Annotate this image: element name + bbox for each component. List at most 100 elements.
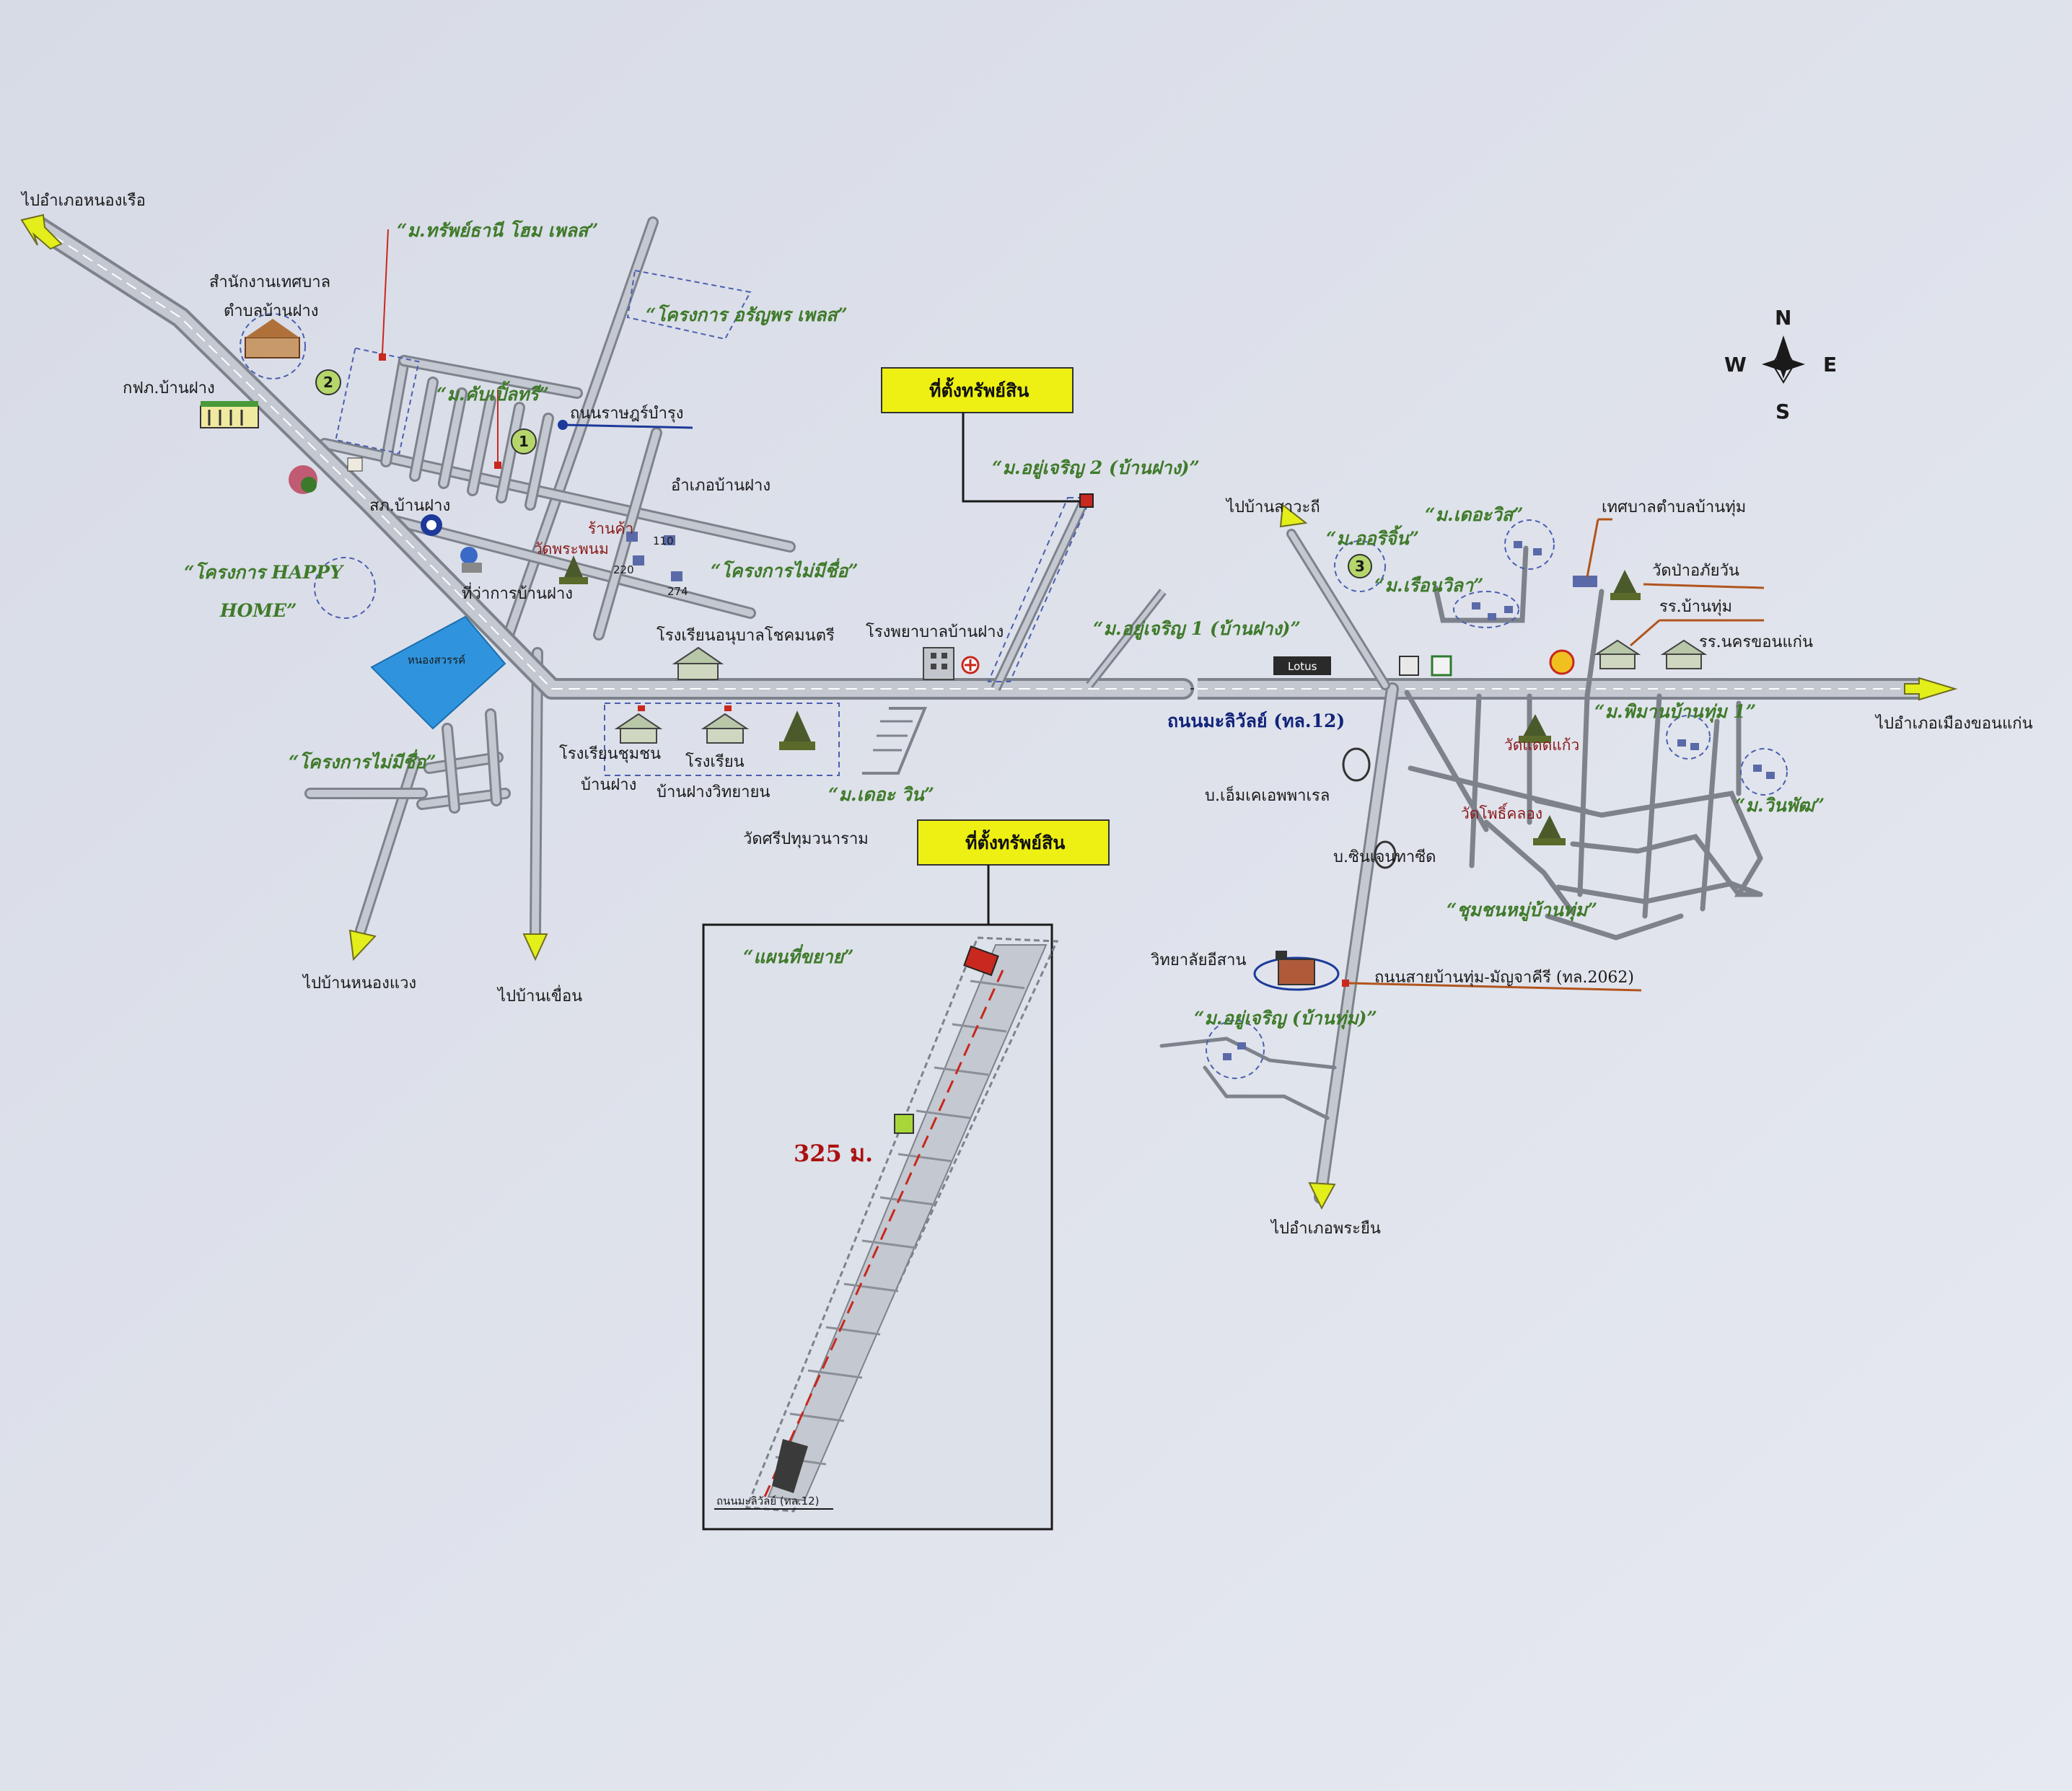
place-wat-phanom: วัดพระพนม	[534, 540, 609, 558]
project-outline	[626, 269, 752, 340]
place-em-fuel: บ.เอ็มเคเอพพาเรล	[1205, 785, 1330, 805]
to-nong-waeng-label: ไปบ้านหนองแวง	[302, 974, 416, 993]
inset-footer-road: ถนนมะลิวัลย์ (ทล.12)	[716, 1495, 820, 1508]
project-circle	[1504, 519, 1555, 570]
project-community: “ชุมชนหมู่บ้านทุ่ม”	[1447, 899, 1597, 921]
project-yucharoen1: “ม.อยู่เจริญ 1 (บ้านฝาง)”	[1093, 618, 1301, 640]
project-circle	[1666, 715, 1711, 760]
marker-circle-2: 2	[315, 369, 341, 395]
project-marker	[494, 462, 501, 469]
place-thum-school: รร.บ้านทุ่ม	[1659, 598, 1732, 616]
arrow-icon	[348, 929, 377, 961]
project-marker	[379, 353, 386, 361]
place-community-school-1: โรงเรียนชุมชน	[559, 744, 661, 763]
property-marker	[1079, 493, 1094, 508]
place-pea: กฟภ.บ้านฝาง	[123, 379, 215, 397]
temple-icon	[779, 710, 815, 750]
road-mittraphap: ถนนมะลิวัลย์ (ทล.12)	[1167, 710, 1345, 731]
place-wittaya-school-2: บ้านฝางวิทยายน	[657, 783, 770, 801]
landmark-icons: 1 2 3	[200, 229, 1788, 1079]
hospital-icon	[923, 647, 980, 680]
road-ratchaburi: ถนนราษฎร์บำรุง	[570, 405, 684, 423]
place-sinjen: บ.ซินเจนทาซีด	[1333, 848, 1436, 866]
school-icon	[614, 705, 663, 744]
project-happy-line1: “โครงการ HAPPY	[184, 561, 344, 583]
place-kindergarten: โรงเรียนอนุบาลโชคมนตรี	[657, 626, 835, 645]
compass-west: W	[1724, 353, 1747, 377]
factory-icon	[1342, 747, 1397, 869]
place-khonkaen-school: รร.นครขอนแก่น	[1699, 633, 1813, 651]
number-274: 274	[667, 585, 688, 598]
place-thum-municipal: เทศบาลตำบลบ้านทุ่ม	[1602, 498, 1746, 516]
to-khon-kaen-label: ไปอำเภอเมืองขอนแก่น	[1874, 714, 2033, 733]
project-capital: “ม.คับเปิ้ลทรี”	[436, 381, 549, 405]
temple-icon	[559, 555, 588, 584]
pea-building-icon	[200, 401, 259, 428]
house-icon	[1223, 541, 1775, 1060]
compass-north: N	[1775, 306, 1791, 330]
lotus-store-icon	[1273, 656, 1331, 675]
highway-12-west	[29, 216, 1194, 700]
project-no-name-east: “โครงการไม่มีชื่อ”	[711, 558, 859, 581]
property-road-north	[987, 496, 1167, 691]
place-wat-lat: วัดแดดแก้ว	[1504, 736, 1579, 754]
marker-circle-1: 1	[511, 428, 537, 454]
property-sign-bottom: ที่ตั้งทรัพย์สิน	[917, 819, 1110, 959]
place-community-school-2: บ้านฝาง	[581, 776, 636, 794]
project-marker	[1342, 980, 1349, 987]
place-wittaya-school-1: โรงเรียน	[685, 752, 745, 771]
number-110: 110	[653, 534, 674, 547]
municipal-building-icon	[1573, 576, 1597, 587]
project-the-win: “ม.เดอะ วิน”	[828, 784, 934, 805]
project-yucharoen2: “ม.อยู่เจริญ 2 (บ้านฝาง)”	[992, 457, 1200, 479]
district-office-icon	[460, 547, 482, 573]
road-thum: ถนนสายบ้านทุ่ม-มัญจาคีรี (ทล.2062)	[1374, 969, 1634, 987]
place-district: อำเภอบ้านฝาง	[671, 477, 771, 495]
to-nong-ruea-label: ไปอำเภอหนองเรือ	[20, 191, 146, 210]
arrow-icon	[1904, 677, 1958, 701]
inset-expanded-map: “แผนที่ขยาย” 325 ม. ถนนมะลิวัลย์ (ทล.12)	[702, 923, 1059, 1531]
place-reservoir: หนองสวรรค์	[408, 654, 465, 666]
number-220: 220	[613, 563, 634, 576]
shop-icon	[1399, 655, 1452, 677]
svg-text:3: 3	[1355, 558, 1365, 575]
project-arise: “ม.ออริจิ้น”	[1326, 525, 1419, 549]
project-circle	[1206, 1020, 1265, 1079]
compass-east: E	[1823, 353, 1837, 377]
east-roads	[1159, 529, 1763, 1204]
svg-text:2: 2	[323, 374, 333, 391]
place-district-office: ที่ว่าการบ้านฝาง	[462, 582, 573, 603]
inset-property-marker	[963, 945, 999, 977]
compass-icon	[1762, 357, 1805, 371]
road-end-arrows	[20, 214, 1958, 1210]
college-icon	[1253, 951, 1340, 991]
inset-origin-marker	[894, 1114, 914, 1134]
to-khuean-label: ไปบ้านเขื่อน	[496, 985, 582, 1005]
place-wat-sri: วัดศรีปทุมวนาราม	[743, 830, 869, 848]
project-no-name-west: “โครงการไม่มีชื่อ”	[289, 749, 436, 773]
temple-icon	[1519, 714, 1551, 743]
temple-emblem-icon	[289, 465, 317, 494]
place-wat-pa: วัดป่าอภัยวัน	[1652, 562, 1739, 580]
arrow-icon	[1279, 503, 1308, 528]
svg-text:1: 1	[519, 433, 529, 450]
school-icon	[1594, 639, 1641, 669]
temple-icon	[1533, 815, 1566, 845]
project-winpho: “ม.วินพัฒ”	[1735, 795, 1825, 816]
project-the-vis: “ม.เดอะวิส”	[1425, 504, 1523, 525]
project-pimarn: “ม.พิมานบ้านทุ่ม 1”	[1594, 701, 1756, 723]
municipal-building-icon	[240, 313, 306, 379]
place-municipal-line2: ตำบลบ้านฝาง	[224, 302, 318, 320]
project-yucharoen-thum: “ม.อยู่เจริญ (บ้านทุ่ม)”	[1194, 1008, 1377, 1029]
police-icon	[421, 514, 442, 536]
place-lotus: Lotus	[1288, 660, 1317, 673]
inset-title: “แผนที่ขยาย”	[743, 943, 854, 967]
project-circle	[1453, 591, 1519, 628]
project-ruanwila: “ม.เรือนวิลา”	[1374, 575, 1483, 596]
project-outline	[335, 347, 420, 454]
to-phra-yuen-label: ไปอำเภอพระยืน	[1270, 1219, 1381, 1238]
place-college: วิทยาลัยอีสาน	[1150, 951, 1246, 969]
property-road-south	[862, 707, 927, 775]
compass-south: S	[1775, 400, 1790, 423]
